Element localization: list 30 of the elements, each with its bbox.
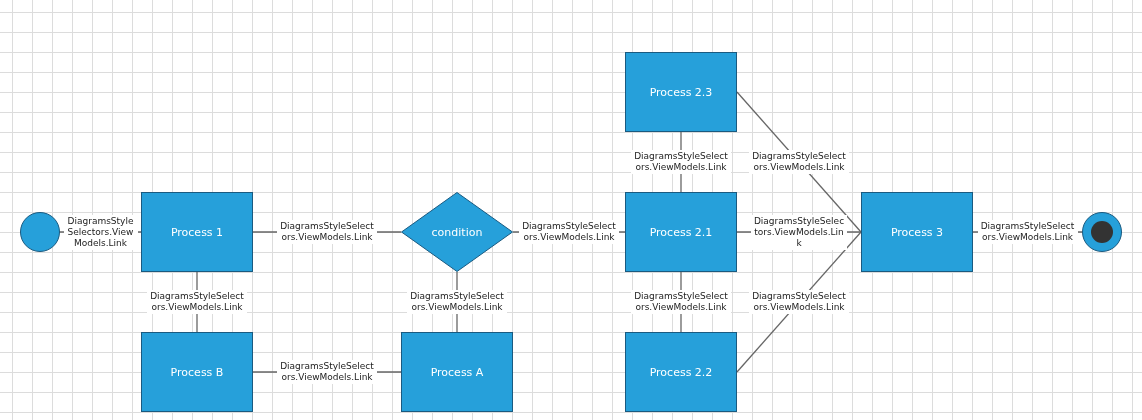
process-box — [625, 332, 737, 412]
node-label: Process A — [430, 365, 484, 379]
process-box — [625, 192, 737, 272]
edge-label: DiagramsStyleSelectors.ViewModels.Link — [407, 290, 507, 314]
edge-label: DiagramsStyleSelectors.ViewModels.Link — [277, 220, 377, 244]
node-label: Process B — [170, 365, 224, 379]
decision-diamond — [401, 192, 513, 272]
edge-label: DiagramsStyleSelectors.ViewModels.Link — [631, 150, 731, 174]
process-box — [401, 332, 513, 412]
edge-label: DiagramsStyleSelectors.ViewModels.Link — [749, 150, 849, 174]
process-box — [141, 332, 253, 412]
edge-label: DiagramsStyleSelectors.ViewModels.Link — [631, 290, 731, 314]
node-label: Process 3 — [890, 225, 944, 239]
edge-label: DiagramsStyleSelectors.ViewModels.Link — [749, 290, 849, 314]
process-box — [625, 52, 737, 132]
node-label: condition — [431, 225, 483, 239]
node-label: Process 2.2 — [649, 365, 713, 379]
process-box — [141, 192, 253, 272]
edge-label: DiagramsStyleSelectors.ViewModels.Link — [147, 290, 247, 314]
edge-label: DiagramsStyleSelectors.ViewModels.Link — [63, 214, 138, 250]
edge-label: DiagramsStyleSelectors.ViewModels.Link — [277, 360, 377, 384]
node-label: Process 2.1 — [649, 225, 713, 239]
edge-label: DiagramsStyleSelectors.ViewModels.Link — [751, 214, 847, 250]
process-box — [861, 192, 973, 272]
edge-label: DiagramsStyleSelectors.ViewModels.Link — [519, 220, 619, 244]
node-label: Process 2.3 — [649, 85, 713, 99]
edge-label: DiagramsStyleSelectors.ViewModels.Link — [977, 220, 1078, 244]
node-label: Process 1 — [170, 225, 224, 239]
end-circle — [1082, 212, 1122, 252]
start-circle — [20, 212, 60, 252]
